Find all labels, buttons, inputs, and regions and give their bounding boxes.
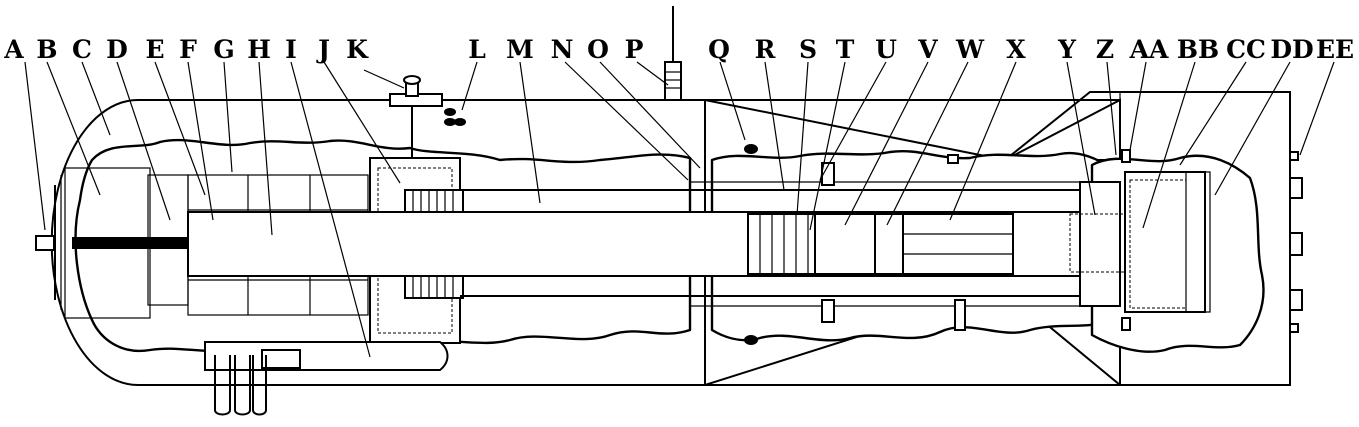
label-u: U	[875, 35, 897, 64]
label-bb: BB	[1177, 35, 1219, 64]
label-v: V	[917, 35, 938, 64]
label-h: H	[247, 35, 271, 64]
label-x: X	[1006, 35, 1026, 64]
leader-lines	[24, 61, 1335, 358]
label-t: T	[836, 35, 855, 64]
label-j: J	[316, 35, 330, 64]
label-n: N	[551, 35, 574, 64]
nose-screw	[35, 175, 62, 310]
label-q: Q	[708, 35, 730, 64]
label-s: S	[799, 35, 817, 64]
label-a: A	[3, 35, 24, 64]
label-dd: DD	[1270, 35, 1313, 64]
internal-components	[64, 6, 1211, 416]
label-k: K	[346, 35, 369, 64]
label-cc: CC	[1226, 35, 1266, 64]
label-p: P	[625, 35, 644, 64]
label-i: I	[285, 35, 297, 64]
label-l: L	[468, 35, 486, 64]
label-aa: AA	[1129, 35, 1169, 64]
label-o: O	[587, 35, 609, 64]
label-ee: EE	[1316, 35, 1354, 64]
label-e: E	[145, 35, 164, 64]
label-z: Z	[1096, 35, 1114, 64]
label-f: F	[179, 35, 197, 64]
label-c: C	[72, 35, 92, 64]
label-b: B	[36, 35, 57, 64]
label-r: R	[755, 35, 776, 64]
label-m: M	[506, 35, 534, 64]
label-g: G	[213, 35, 234, 64]
letter-labels: A B C D E F G H I J K L M N O P Q R S T …	[3, 35, 1354, 64]
label-d: D	[106, 35, 128, 64]
label-w: W	[955, 35, 985, 64]
label-y: Y	[1057, 35, 1077, 64]
